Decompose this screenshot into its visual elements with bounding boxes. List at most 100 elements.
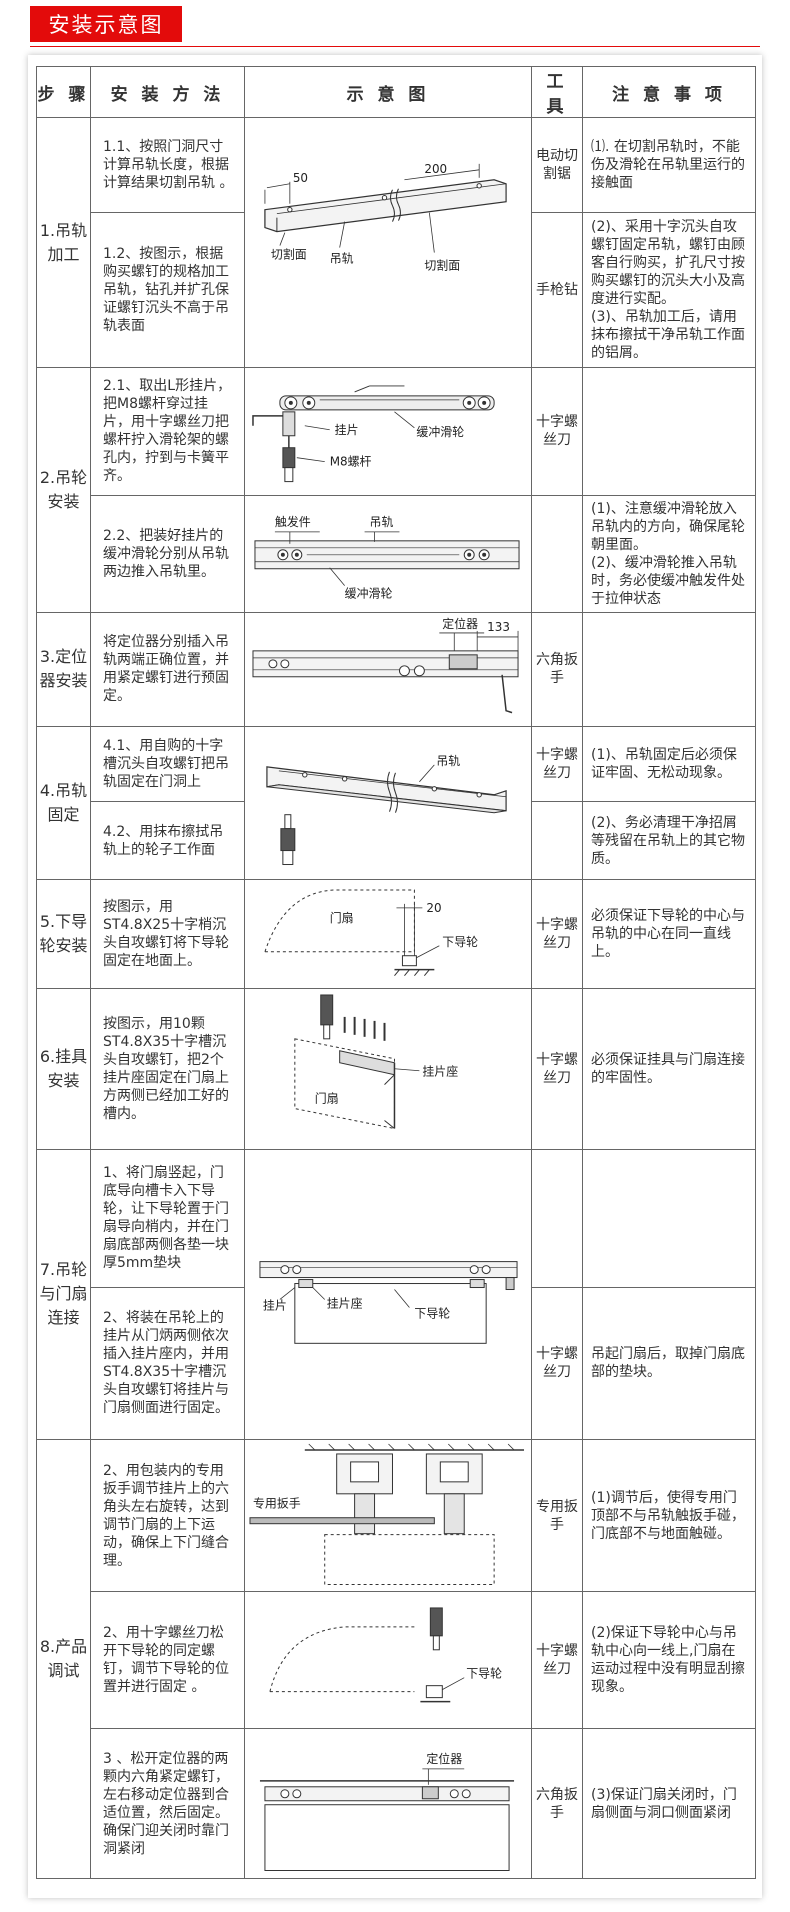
rail-fixing-diagram: 吊轨	[266, 754, 507, 866]
locator-adjust-diagram: 定位器	[259, 1751, 515, 1871]
step-1-tool-1: 电动切割锯	[531, 116, 583, 214]
step-8-tool-1: 专用扳手	[531, 1438, 583, 1593]
locator-diagram: 定位器 133	[252, 616, 519, 714]
step-7-label: 7.吊轮与门扇连接	[36, 1148, 91, 1440]
step-7-note-1	[582, 1148, 756, 1288]
table-row: 7.吊轮与门扇连接 1、将门扇竖起，门底导向槽卡入下导轮，让下导轮置于门扇导向梢…	[36, 1148, 756, 1440]
header-tool: 工 具	[531, 66, 583, 118]
door-hanging-diagram: 挂片 挂片座 下导轮	[259, 1260, 518, 1344]
step-8-method-1: 2、用包装内的专用扳手调节挂片上的六角头左右旋转，达到调节门扇的上下运动，确保上…	[90, 1438, 245, 1593]
fig-door: 门扇	[330, 910, 354, 925]
fig-plate: 挂片	[335, 423, 359, 437]
fig-hanger-seat: 挂片座	[422, 1064, 458, 1079]
step-8-note-2: (2)保证下导轮中心与吊轨中心向一线上,门扇在运动过程中没有明显刮擦现象。	[582, 1591, 756, 1729]
step-8-figure-3: 定位器	[244, 1727, 532, 1880]
step-3-label: 3.定位器安装	[36, 611, 91, 728]
fig-cut-face-2: 切割面	[424, 257, 460, 272]
fig-buffer-wheel: 缓冲滑轮	[416, 424, 464, 439]
rail-cutting-diagram: 50 200 切割面 吊轨 切割面	[264, 162, 507, 272]
step-7-method-1: 1、将门扇竖起，门底导向槽卡入下导轮，让下导轮置于门扇导向梢内，并在门扇底部两侧…	[90, 1148, 245, 1288]
step-7-method-2: 2、将装在吊轮上的挂片从门炳两侧依次插入挂片座内，并用ST4.8X35十字槽沉头…	[90, 1286, 245, 1440]
step-6-label: 6.挂具安装	[36, 988, 91, 1150]
header-figure: 示 意 图	[244, 66, 532, 118]
step-4-tool-1: 十字螺丝刀	[531, 726, 583, 803]
fig-dim-50: 50	[293, 171, 308, 185]
step-5-label: 5.下导轮安装	[36, 878, 91, 990]
hanger-wheel-diagram: 挂片 缓冲滑轮 M8螺杆	[252, 385, 495, 483]
step-8-tool-2: 十字螺丝刀	[531, 1591, 583, 1729]
step-6-tool-1: 十字螺丝刀	[531, 988, 583, 1150]
step-4-figure: 吊轨	[244, 726, 532, 880]
step-3-figure: 定位器 133	[244, 611, 532, 728]
installation-table: 步 骤 安 装 方 法 示 意 图 工 具 注 意 事 项 1.吊轨加工 1.1…	[36, 66, 756, 1880]
step-2-figure-2: 触发件 吊轨 缓冲滑轮	[244, 494, 532, 613]
step-1-note-1: ⑴. 在切割吊轨时，不能伤及滑轮在吊轨里运行的接触面	[582, 116, 756, 214]
guide-adjust-diagram: 下导轮	[269, 1607, 502, 1703]
step-4-method-1: 4.1、用自购的十字槽沉头自攻螺钉把吊轨固定在门洞上	[90, 726, 245, 803]
table-row: 4.2、用抹布擦拭吊轨上的轮子工作面 (2)、务必清理干净招屑等残留在吊轨上的其…	[37, 801, 756, 880]
step-4-note-1: (1)、吊轨固定后必须保证牢固、无松动现象。	[582, 726, 756, 803]
step-4-label: 4.吊轨固定	[36, 726, 91, 880]
table-row: 8.产品调试 2、用包装内的专用扳手调节挂片上的六角头左右旋转，达到调节门扇的上…	[36, 1438, 756, 1880]
step-8-method-3: 3 、松开定位器的两颗内六角紧定螺钉，左右移动定位器到合适位置，然后固定。确保门…	[90, 1727, 245, 1880]
step-2-note-2: (1)、注意缓冲滑轮放入吊轨内的方向，确保尾轮朝里面。 (2)、缓冲滑轮推入吊轨…	[582, 494, 756, 613]
step-3-note-1	[582, 611, 756, 728]
step-5-note-1: 必须保证下导轮的中心与吊轨的中心在同一直线上。	[582, 878, 756, 990]
step-1-tool-2: 手枪钻	[531, 212, 583, 369]
fig-trigger: 触发件	[275, 514, 311, 529]
step-6-method-1: 按图示，用10颗ST4.8X35十字槽沉头自攻螺钉，把2个挂片座固定在门扇上方两…	[90, 988, 245, 1150]
step-7-tool-1	[531, 1148, 583, 1288]
table-header-row: 步 骤 安 装 方 法 示 意 图 工 具 注 意 事 项	[36, 66, 756, 118]
fig-door-2: 门扇	[315, 1091, 339, 1106]
step-3-method-1: 将定位器分别插入吊轨两端正确位置，并用紧定螺钉进行预固定。	[90, 611, 245, 728]
step-5-method-1: 按图示，用ST4.8X25十字梢沉头自攻螺钉将下导轮固定在地面上。	[90, 878, 245, 990]
fig-rail-2: 吊轨	[370, 515, 394, 529]
fig-hanger-seat-2: 挂片座	[327, 1295, 363, 1310]
step-3-tool-1: 六角扳手	[531, 611, 583, 728]
step-1-figure: 50 200 切割面 吊轨 切割面	[244, 116, 532, 369]
table-row: 3 、松开定位器的两颗内六角紧定螺钉，左右移动定位器到合适位置，然后固定。确保门…	[37, 1727, 756, 1880]
step-1-method-1: 1.1、按照门洞尺寸计算吊轨长度，根据计算结果切割吊轨 。	[90, 116, 245, 214]
step-2-note-1	[582, 367, 756, 496]
step-5-tool-1: 十字螺丝刀	[531, 878, 583, 990]
step-2-figure-1: 挂片 缓冲滑轮 M8螺杆	[244, 367, 532, 496]
step-4-method-2: 4.2、用抹布擦拭吊轨上的轮子工作面	[90, 801, 245, 880]
fig-buffer-wheel-2: 缓冲滑轮	[345, 586, 393, 601]
step-8-label: 8.产品调试	[36, 1438, 91, 1880]
table-row: 2.2、把装好挂片的缓冲滑轮分别从吊轨两边推入吊轨里。 触发件 吊轨 缓冲滑轮	[37, 494, 756, 613]
table-row: 1.吊轨加工 1.1、按照门洞尺寸计算吊轨长度，根据计算结果切割吊轨 。 50 …	[36, 116, 756, 369]
step-2-label: 2.吊轮安装	[36, 367, 91, 613]
step-8-figure-1: 专用扳手	[244, 1438, 532, 1593]
step-6-note-1: 必须保证挂具与门扇连接的牢固性。	[582, 988, 756, 1150]
floor-guide-diagram: 门扇 20 下导轮	[264, 889, 478, 976]
table-row: 4.吊轨固定 4.1、用自购的十字槽沉头自攻螺钉把吊轨固定在门洞上 吊轨 十字螺…	[36, 726, 756, 880]
wheel-insert-diagram: 触发件 吊轨 缓冲滑轮	[254, 514, 520, 601]
table-row: 2、将装在吊轮上的挂片从门炳两侧依次插入挂片座内，并用ST4.8X35十字槽沉头…	[37, 1286, 756, 1440]
step-4-tool-2	[531, 801, 583, 880]
step-8-tool-3: 六角扳手	[531, 1727, 583, 1880]
step-1-label: 1.吊轨加工	[36, 116, 91, 369]
step-8-figure-2: 下导轮	[244, 1591, 532, 1729]
step-2-tool-1: 十字螺丝刀	[531, 367, 583, 496]
step-1-method-2: 1.2、按图示，根据购买螺钉的规格加工吊轨，钻孔并扩孔保证螺钉沉头不高于吊轨表面	[90, 212, 245, 369]
wrench-adjust-diagram: 专用扳手	[249, 1443, 525, 1585]
fig-rail-3: 吊轨	[436, 754, 460, 768]
table-row: 2、用十字螺丝刀松开下导轮的同定螺钉，调节下导轮的位置并进行固定 。 下导轮 十…	[37, 1591, 756, 1729]
step-8-note-3: (3)保证门扇关闭时，门扇侧面与洞口侧面紧闭	[582, 1727, 756, 1880]
step-6-figure: 挂片座 门扇	[244, 988, 532, 1150]
step-7-figure: 挂片 挂片座 下导轮	[244, 1148, 532, 1440]
header-step: 步 骤	[36, 66, 91, 118]
table-row: 5.下导轮安装 按图示，用ST4.8X25十字梢沉头自攻螺钉将下导轮固定在地面上…	[36, 878, 756, 990]
step-2-method-2: 2.2、把装好挂片的缓冲滑轮分别从吊轨两边推入吊轨里。	[90, 494, 245, 613]
title-divider	[30, 46, 760, 47]
step-4-note-2: (2)、务必清理干净招屑等残留在吊轨上的其它物质。	[582, 801, 756, 880]
fig-rail: 吊轨	[330, 251, 354, 265]
step-2-method-1: 2.1、取出L形挂片，把M8螺杆穿过挂片，用十字螺丝刀把螺杆拧入滑轮架的螺孔内，…	[90, 367, 245, 496]
fig-floor-guide: 下导轮	[442, 934, 478, 948]
page-title: 安装示意图	[30, 6, 182, 42]
fig-dim-20: 20	[426, 901, 441, 915]
fig-plate-2: 挂片	[263, 1298, 287, 1312]
fig-m8-bolt: M8螺杆	[330, 455, 372, 469]
fig-dim-200: 200	[424, 162, 447, 176]
fig-locator: 定位器	[442, 616, 478, 631]
